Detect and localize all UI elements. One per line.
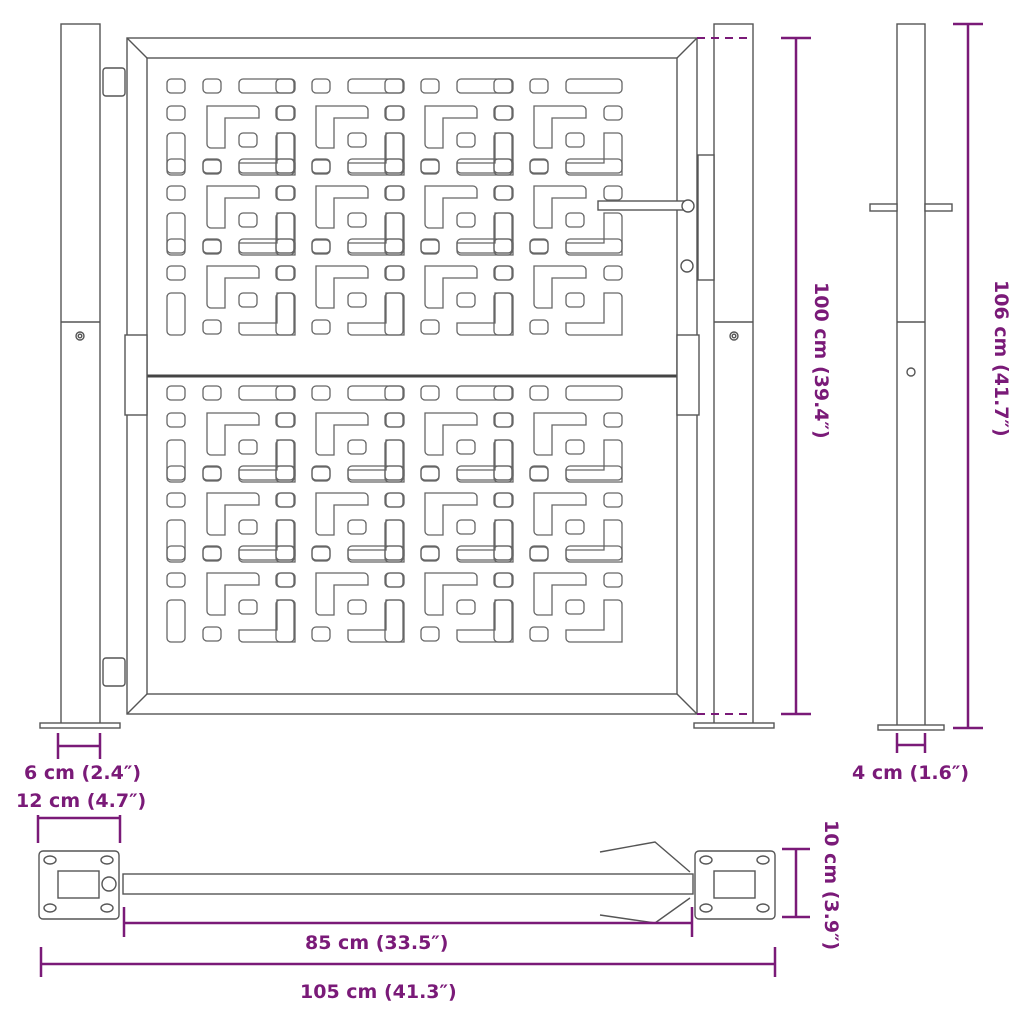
right-hinge-block [676, 334, 700, 416]
front-view [39, 23, 775, 729]
right-post [713, 23, 754, 725]
lock-cylinder [680, 259, 694, 273]
bolt-handle [597, 200, 689, 211]
post-width-label: 6 cm (2.4″) [24, 762, 142, 784]
left-base-plate [39, 722, 121, 729]
plate-depth-label: 10 cm (3.9″) [820, 820, 842, 951]
left-post [60, 23, 101, 725]
top-hinge [102, 67, 126, 97]
left-hinge-block [124, 334, 148, 416]
total-height-label: 106 cm (41.7″) [990, 280, 1012, 437]
latch-plate [697, 154, 715, 281]
right-base-plate [693, 722, 775, 729]
bottom-hinge [102, 657, 126, 687]
base-plate-width-label: 12 cm (4.7″) [16, 790, 147, 812]
gate-height-label: 100 cm (39.4″) [810, 282, 832, 439]
gate-top-bar [122, 873, 694, 895]
top-view [38, 841, 776, 924]
total-width-label: 105 cm (41.3″) [300, 981, 457, 1003]
side-post-width-label: 4 cm (1.6″) [852, 762, 970, 784]
side-view [869, 23, 953, 731]
gate-width-label: 85 cm (33.5″) [305, 932, 449, 954]
dimension-lines [36, 22, 983, 977]
